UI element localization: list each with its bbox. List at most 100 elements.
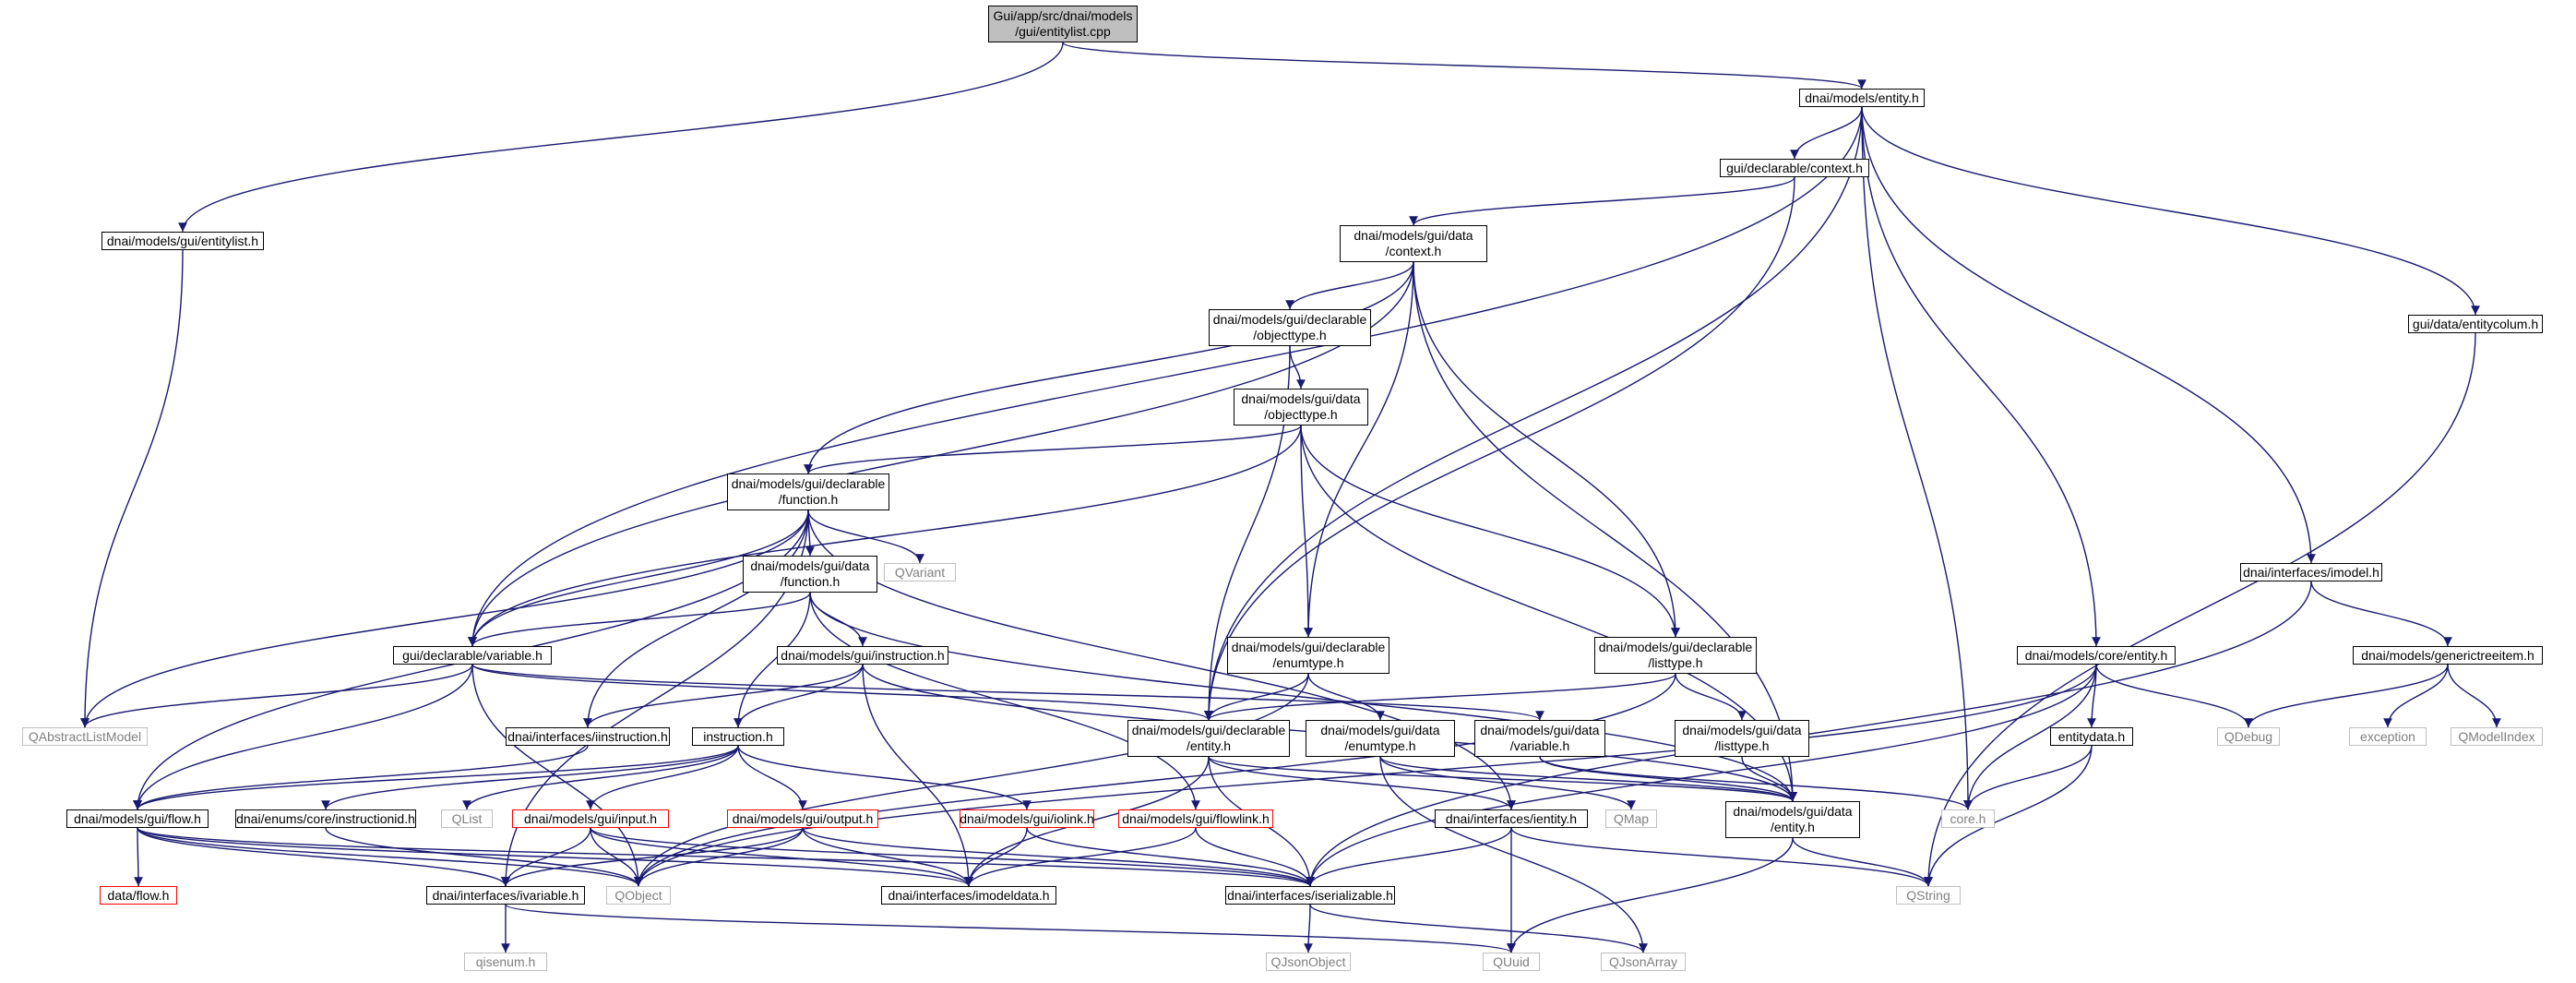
edge-flow-to-dataflow (134, 827, 143, 887)
edge-decl_function-to-qvariant (807, 509, 924, 564)
edge-decl_variable-to-data_variable (471, 664, 1544, 721)
node-data-objecttype-h[interactable]: dnai/models/gui/data /objecttype.h (1234, 389, 1368, 426)
node-gui-instruction-h[interactable]: dnai/models/gui/instruction.h (777, 646, 948, 665)
node-data-listtype-h[interactable]: dnai/models/gui/data /listtype.h (1675, 720, 1809, 757)
edge-decl_listtype-to-qobject (634, 673, 1676, 887)
edge-input-to-iserializable (590, 827, 1315, 887)
node-ivariable-h[interactable]: dnai/interfaces/ivariable.h (426, 886, 585, 905)
edge-context-to-decl_entity (1204, 176, 1795, 721)
edge-iserializable-to-qjsonobject (1304, 904, 1313, 953)
edge-datacontext-to-decl_listtype (1413, 261, 1680, 638)
edge-data_objecttype-to-decl_function (804, 425, 1302, 474)
edge-decl_function-to-iinstruction (583, 509, 809, 728)
node-data-enumtype-h[interactable]: dnai/models/gui/data /enumtype.h (1306, 720, 1455, 757)
edge-context-to-datacontext (1409, 176, 1795, 226)
edge-data_objecttype-to-decl_enumtype (1300, 425, 1313, 638)
node-qmap: QMap (1605, 809, 1657, 828)
edge-flow-to-qobject (137, 827, 643, 887)
edge-instruction-to-imodeldata (862, 664, 973, 887)
edge-data_listtype-to-data_entity (1741, 756, 1797, 802)
edge-generictreeitem-to-qmodelindex (2447, 664, 2501, 728)
edge-instruction_h-to-input (586, 745, 739, 810)
edge-core_entity-to-qdebug (2095, 664, 2253, 728)
edge-data_enumtype-to-data_entity (1379, 756, 1797, 802)
edges-layer (80, 42, 2501, 953)
node-imodel-h[interactable]: dnai/interfaces/imodel.h (2240, 563, 2382, 581)
edge-iserializable-to-qjsonarray (1309, 904, 1648, 953)
node-generictreeitem-h[interactable]: dnai/models/generictreeitem.h (2353, 646, 2543, 665)
node-declarable-entity-h[interactable]: dnai/models/gui/declarable /entity.h (1127, 720, 1290, 757)
node-declarable-context-h[interactable]: gui/declarable/context.h (1720, 159, 1869, 177)
edge-iinstruction-to-flow (133, 745, 589, 810)
edge-data_entity-to-quuid (1507, 837, 1794, 953)
edge-data_function-to-data_entity (809, 592, 1797, 802)
edge-instruction-to-instruction_h (733, 664, 864, 728)
node-entitylist-h[interactable]: dnai/models/gui/entitylist.h (101, 232, 264, 250)
edge-flow-to-ivariable (137, 827, 510, 887)
node-ientity-h[interactable]: dnai/interfaces/ientity.h (1435, 809, 1588, 828)
edge-data_entity-to-qstring (1792, 837, 1933, 887)
edge-entitydata-to-qstring (1924, 745, 2093, 887)
edge-generictreeitem-to-exception (2383, 664, 2449, 728)
node-instructionid-h[interactable]: dnai/enums/core/instructionid.h (235, 809, 416, 828)
edge-flowlink-to-imodeldata (964, 827, 1197, 887)
edge-data_objecttype-to-decl_variable (468, 425, 1302, 647)
edge-output-to-iserializable (802, 827, 1315, 887)
edge-entity-to-entitycolum (1861, 106, 2480, 316)
edge-decl_enumtype-to-data_enumtype (1307, 673, 1385, 721)
node-data-flow-h: data/flow.h (100, 886, 177, 905)
edge-root-to-entity (1062, 42, 1866, 90)
edge-decl_variable-to-flow (133, 664, 473, 810)
edge-decl_entity-to-ientity (1208, 756, 1516, 810)
node-iserializable-h[interactable]: dnai/interfaces/iserializable.h (1225, 886, 1395, 905)
node-qlist: QList (441, 809, 493, 828)
node-data-variable-h[interactable]: dnai/models/gui/data /variable.h (1474, 720, 1605, 757)
node-qdebug: QDebug (2217, 727, 2280, 746)
edge-entitydata-to-core_h (1963, 745, 2093, 810)
node-iinstruction-h[interactable]: dnai/interfaces/iinstruction.h (506, 727, 670, 746)
node-instruction-h[interactable]: instruction.h (692, 727, 784, 746)
edge-instruction_h-to-instructionid (321, 745, 739, 810)
edge-decl_listtype-to-data_listtype (1675, 673, 1747, 721)
node-qisenum-h: qisenum.h (464, 953, 547, 971)
edge-entity-to-context (1790, 106, 1863, 160)
edge-core_entity-to-qobject (634, 664, 2097, 887)
node-entitycolum-h[interactable]: gui/data/entitycolum.h (2408, 315, 2543, 333)
node-entity-h[interactable]: dnai/models/entity.h (1799, 89, 1925, 107)
edge-entity-to-core_h (1861, 106, 1973, 810)
node-entitydata-h[interactable]: entitydata.h (2050, 727, 2133, 746)
node-imodeldata-h[interactable]: dnai/interfaces/imodeldata.h (881, 886, 1056, 905)
edge-ivariable-to-quuid (505, 904, 1516, 953)
edge-entity-to-core_entity (1861, 106, 2101, 647)
node-quuid: QUuid (1483, 953, 1540, 971)
edge-data_variable-to-core_h (1539, 756, 1973, 810)
edge-datacontext-to-decl_objecttype (1285, 261, 1414, 310)
node-data-function-h[interactable]: dnai/models/gui/data /function.h (743, 556, 877, 593)
edge-datacontext-to-decl_enumtype (1304, 261, 1414, 638)
edge-ientity-to-iserializable (1306, 827, 1512, 887)
node-flow-h[interactable]: dnai/models/gui/flow.h (66, 809, 209, 828)
node-data-entity-h[interactable]: dnai/models/gui/data /entity.h (1725, 801, 1860, 838)
node-declarable-variable-h[interactable]: gui/declarable/variable.h (393, 646, 552, 665)
node-declarable-listtype-h[interactable]: dnai/models/gui/declarable /listtype.h (1594, 637, 1757, 674)
edge-ientity-to-qstring (1510, 827, 1933, 887)
node-core-entity-h[interactable]: dnai/models/core/entity.h (2017, 646, 2176, 665)
edge-decl_variable-to-qabstractlistmodel (80, 664, 473, 728)
node-data-context-h[interactable]: dnai/models/gui/data /context.h (1340, 225, 1487, 262)
node-declarable-objecttype-h[interactable]: dnai/models/gui/declarable /objecttype.h (1209, 309, 1371, 346)
edge-entitycolum-to-qstring (1924, 332, 2476, 887)
node-declarable-function-h[interactable]: dnai/models/gui/declarable /function.h (727, 474, 889, 510)
edge-data_function-to-instruction (809, 592, 867, 647)
edge-imodel-to-iserializable (1306, 581, 2312, 887)
node-flowlink-h: dnai/models/gui/flowlink.h (1118, 809, 1273, 828)
node-iolink-h: dnai/models/gui/iolink.h (960, 809, 1094, 828)
edge-instructionid-to-qobject (325, 827, 643, 887)
node-qmodelindex: QModelIndex (2451, 727, 2543, 746)
edge-instruction_h-to-iolink (737, 745, 1032, 810)
edge-input-to-ivariable (501, 827, 591, 887)
edge-decl_listtype-to-decl_entity (1204, 673, 1676, 721)
node-qjsonarray: QJsonArray (1601, 953, 1686, 971)
edge-entitylist-to-qabstractlistmodel (80, 249, 184, 728)
edge-data_function-to-flowlink (809, 592, 1200, 810)
node-declarable-enumtype-h[interactable]: dnai/models/gui/declarable /enumtype.h (1227, 637, 1389, 674)
